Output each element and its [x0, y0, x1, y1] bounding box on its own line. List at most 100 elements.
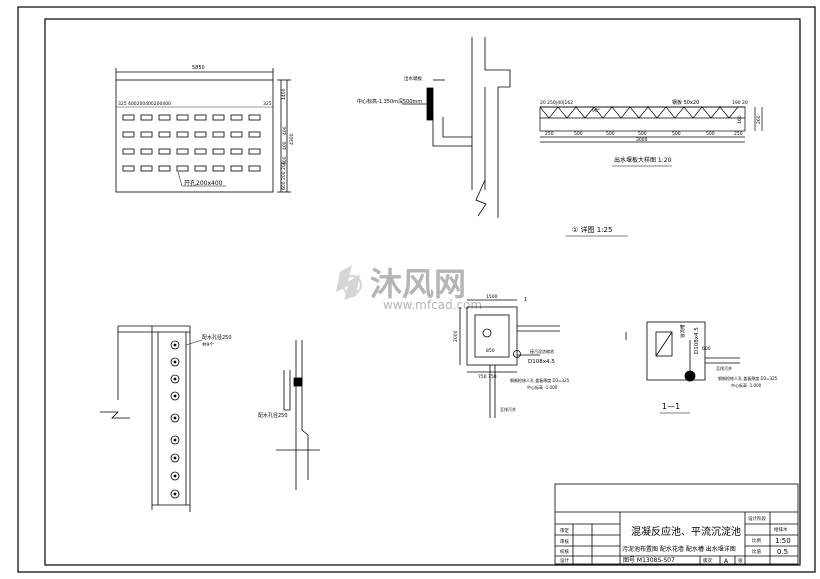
- plan-mid-label: 850: [486, 348, 495, 354]
- wall-hole: [194, 148, 207, 155]
- weir-bottom-dim: 500: [606, 131, 615, 137]
- tb-sheet-label: 张: [738, 557, 743, 564]
- wall-hole: [248, 114, 261, 121]
- section-1-1-view: [625, 321, 740, 382]
- wall-hole: [122, 131, 135, 138]
- wall-hole: [140, 148, 153, 155]
- distribution-hole-center: [173, 416, 177, 420]
- distribution-hole-center: [173, 394, 177, 398]
- tb-version: A: [724, 558, 729, 565]
- weir-right-dims: 190 20: [732, 100, 748, 106]
- wall-hole: [248, 131, 261, 138]
- wall-hole: [176, 148, 189, 155]
- weir-bottom-dim: 500: [706, 131, 715, 137]
- plan-dims-bottom: 750 750: [478, 374, 497, 380]
- plan-pipe-note: 接污泥浓缩池: [530, 348, 554, 354]
- tb-stage: 给排水: [774, 526, 788, 533]
- section11-dim: 600: [702, 346, 711, 352]
- weir-angle: 90°: [592, 108, 600, 114]
- wall-vdim-mid-3: 400: [282, 156, 288, 165]
- distribution-hole: [170, 453, 180, 463]
- weir-plate-view: [539, 106, 763, 143]
- distribution-hole: [170, 471, 180, 481]
- tb-scale: 1:50: [775, 537, 791, 545]
- weir-bottom-dim: 500: [574, 131, 583, 137]
- wall-elevation-view: [115, 68, 291, 193]
- tb-role-1: 审定: [560, 527, 569, 534]
- tb-scale-label: 比例: [752, 537, 761, 544]
- section11-pipe-label: D108x4.5: [694, 327, 700, 354]
- wall-hole: [248, 148, 261, 155]
- wall-hole: [176, 131, 189, 138]
- distribution-hole: [170, 391, 180, 401]
- wall-hole: [140, 131, 153, 138]
- distribution-hole: [170, 357, 180, 367]
- wall-vdim-top: 1400: [281, 88, 287, 100]
- plan-section-mark: 1: [524, 297, 527, 303]
- inner-border: [44, 18, 801, 566]
- wall-bay-dims: 325 400200400200400: [118, 101, 171, 107]
- wall-hole: [140, 165, 153, 172]
- plan-pipe-label: D108x4.5: [528, 359, 555, 365]
- tb-title: 混凝反应池、平流沉淀池: [631, 525, 741, 538]
- section11-level-note: 钢制检修人孔 盖板厚度 D3=325: [718, 375, 778, 381]
- tb-version-label: 版次: [703, 557, 712, 564]
- plan-outflow: 至排污井: [500, 406, 516, 412]
- weir-section-level: 中心标高-1.350m深500mm: [357, 98, 422, 105]
- wall-hole: [194, 131, 207, 138]
- wall-hole: [122, 148, 135, 155]
- tb-role-4: 设计: [560, 557, 569, 564]
- tb-stage-label: 设计阶段: [748, 515, 766, 522]
- distribution-hole: [170, 435, 180, 445]
- wall-hole: [230, 131, 243, 138]
- weir-top-dims: 20 250|40|162: [540, 100, 573, 106]
- wall-hole: [212, 148, 225, 155]
- weir-bottom-dim: 250: [734, 131, 743, 137]
- plan-dim-left: 2000: [453, 330, 459, 342]
- weir-caption: 出水堰板大样图 1:20: [614, 156, 672, 164]
- plan-level: 中心标高 -1.000: [527, 384, 558, 390]
- pipe-wall-label2: 共9个: [202, 341, 214, 348]
- pipe-wall-label: 配水孔径250: [202, 334, 232, 341]
- watermark-brand: 沐风网: [370, 265, 466, 303]
- tb-subtitle: 污泥池布置图 配水花墙 配水槽 出水堰详图: [622, 545, 736, 553]
- distribution-hole: [170, 489, 180, 499]
- tb-drawing-no: 图号 M1308S-S07: [623, 557, 675, 564]
- distribution-hole: [170, 340, 180, 350]
- wall-hole: [122, 114, 135, 121]
- hole-leader: [177, 171, 183, 187]
- distribution-hole-center: [173, 360, 177, 364]
- distribution-hole-center: [173, 343, 177, 347]
- weir-plate-label: 钢板 50x20: [672, 99, 699, 106]
- distribution-hole: [170, 413, 180, 423]
- wall-hole: [176, 165, 189, 172]
- wall-hole: [140, 114, 153, 121]
- distribution-hole-center: [173, 456, 177, 460]
- tank-plan-view: [459, 299, 560, 418]
- wall-hole: [194, 165, 207, 172]
- hole-label: 开孔200x400: [184, 179, 223, 187]
- section11-level: 中心标高 -1.000: [731, 382, 762, 388]
- wall-hole: [230, 114, 243, 121]
- distribution-hole-center: [173, 438, 177, 442]
- weir-bottom-dim: 500: [672, 131, 681, 137]
- wall-hole: [158, 165, 171, 172]
- tb-ratio-label: 比值: [752, 548, 761, 555]
- wall-hole: [194, 114, 207, 121]
- tb-role-2: 审核: [560, 538, 569, 545]
- weir-side-dim2: 260: [756, 115, 762, 124]
- pipe-wall-view: [100, 325, 191, 512]
- wall-hole: [248, 165, 261, 172]
- distribution-hole: [170, 374, 180, 384]
- wall-hole: [230, 148, 243, 155]
- weir-section-view: [402, 37, 511, 218]
- pipe-wall-leader: [185, 339, 203, 346]
- section11-caption: 1—1: [662, 402, 680, 411]
- weir-total-dim: 3000: [636, 137, 648, 143]
- distribution-hole-center: [173, 474, 177, 478]
- wall-width-dim: 5850: [192, 65, 205, 71]
- detail-caption: ① 详图 1:25: [572, 225, 612, 234]
- weir-side-dim: 160: [737, 115, 743, 124]
- wall-vdim-mid-2: 400: [282, 141, 288, 150]
